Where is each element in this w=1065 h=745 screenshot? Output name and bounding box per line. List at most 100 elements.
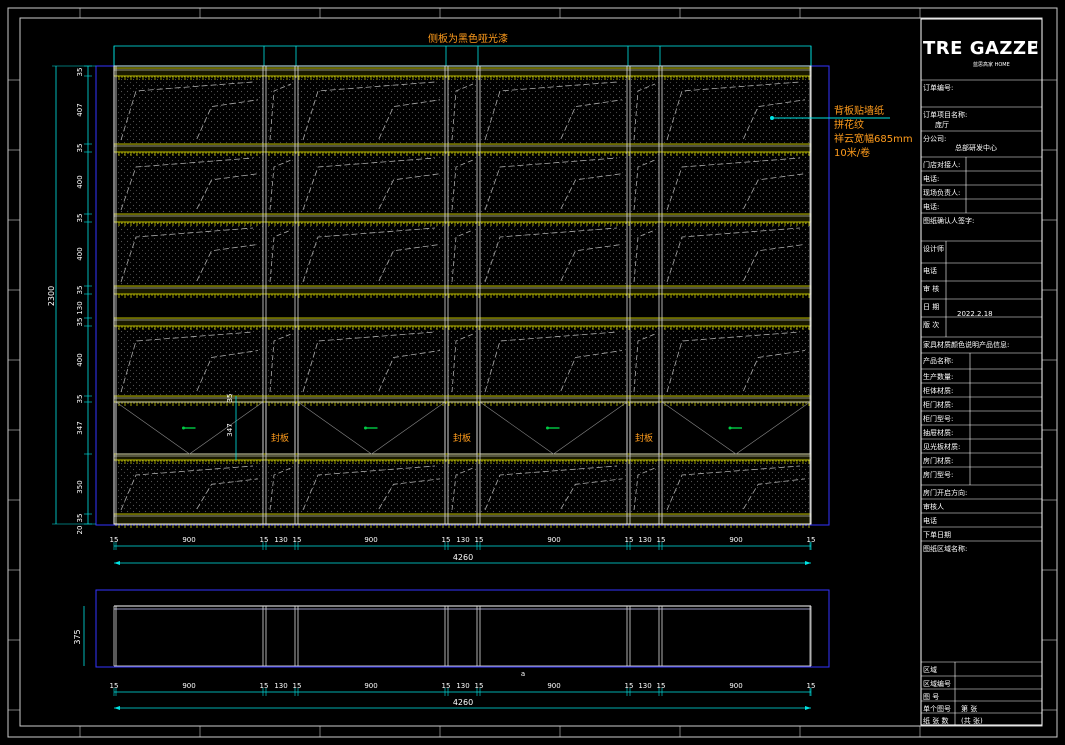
title-field-label: 抽屉材质: bbox=[923, 429, 954, 437]
drawer-open-mark bbox=[479, 401, 628, 455]
title-field-label: 单个图号 bbox=[923, 705, 951, 713]
title-field-label: 设计师 bbox=[923, 245, 944, 253]
wallpaper-panel bbox=[116, 222, 263, 286]
drawer-handle-end bbox=[364, 426, 367, 430]
title-field-value: (共 张) bbox=[961, 717, 983, 725]
wallpaper-panel bbox=[448, 460, 477, 514]
wallpaper-panel bbox=[298, 326, 445, 396]
reflection-line bbox=[120, 331, 254, 393]
reflection-line bbox=[666, 465, 801, 511]
wallpaper-panel bbox=[448, 326, 477, 396]
wallpaper-panel bbox=[630, 76, 659, 144]
reflection-line bbox=[302, 157, 436, 211]
reflection-line bbox=[666, 227, 801, 283]
drawer-open-mark bbox=[661, 401, 811, 455]
reflection-line bbox=[378, 244, 441, 282]
wallpaper-panel bbox=[116, 460, 263, 514]
wallpaper-panel bbox=[662, 460, 810, 514]
horizontal-dim-label: 130 bbox=[638, 682, 651, 690]
horizontal-dim-label: 15 bbox=[625, 536, 634, 544]
horizontal-dim-label: 130 bbox=[456, 682, 469, 690]
title-field-label: 门店对接人: bbox=[923, 161, 961, 169]
wallpaper-panel bbox=[116, 152, 263, 214]
title-field-label: 柜门材质: bbox=[923, 401, 954, 409]
top-guide bbox=[113, 45, 812, 67]
shelf bbox=[113, 285, 812, 295]
horizontal-dim-label: 900 bbox=[547, 682, 560, 690]
title-field-label: 电话: bbox=[923, 175, 940, 183]
reflection-line bbox=[484, 157, 618, 211]
title-field-value: 庞厅 bbox=[935, 121, 949, 129]
reflection-line bbox=[378, 350, 441, 392]
wallpaper-panel bbox=[266, 460, 295, 514]
title-field-label: 下单日期 bbox=[923, 531, 951, 539]
brand-logo: TRE GAZZE bbox=[923, 38, 1040, 59]
shelf bbox=[113, 453, 812, 461]
title-field-label: 图纸区域名称: bbox=[923, 545, 968, 553]
cabinet-elevation bbox=[113, 46, 812, 528]
title-field-label: 审 核 bbox=[923, 285, 940, 293]
vertical-dim-label: 35 bbox=[76, 214, 84, 223]
title-field-label: 房门型号: bbox=[923, 471, 954, 479]
horizontal-dim-label: 900 bbox=[182, 682, 195, 690]
horizontal-dim-label: 15 bbox=[475, 536, 484, 544]
title-field-label: 柜体材质: bbox=[923, 387, 954, 395]
title-field-label: 日 期 bbox=[923, 303, 940, 311]
title-field-label: 图 号 bbox=[923, 693, 940, 701]
reflection-line bbox=[633, 333, 656, 393]
horizontal-dim-label: 15 bbox=[625, 682, 634, 690]
wallpaper-panel bbox=[662, 326, 810, 396]
total-width-label: 4260 bbox=[453, 553, 473, 562]
drawer-handle-end bbox=[728, 426, 732, 430]
vertical-dim-label: 400 bbox=[76, 353, 84, 366]
insert-label-3: 封板 bbox=[635, 432, 653, 444]
insert-label-1: 封板 bbox=[271, 432, 289, 444]
horizontal-dim-label: 900 bbox=[729, 682, 742, 690]
reflection-line bbox=[120, 227, 254, 283]
reflection-line bbox=[560, 244, 623, 282]
horizontal-dim-label: 130 bbox=[456, 536, 469, 544]
cabinet-outline bbox=[113, 65, 812, 525]
horizontal-dim-label: 130 bbox=[274, 682, 287, 690]
reflection-line bbox=[743, 244, 806, 282]
plan-mark: a bbox=[521, 670, 525, 678]
reflection-line bbox=[743, 99, 806, 140]
reflection-line bbox=[451, 83, 474, 141]
reflection-line bbox=[196, 478, 259, 510]
reflection-line bbox=[196, 244, 259, 282]
top-note: 侧板为黑色哑光漆 bbox=[428, 32, 508, 45]
vertical-dim-label: 35 bbox=[76, 318, 84, 327]
horizontal-dim-label: 900 bbox=[364, 682, 377, 690]
horizontal-dim-label: 15 bbox=[110, 536, 119, 544]
vertical-dim-label: 400 bbox=[76, 175, 84, 188]
vertical-dim-label: 35 bbox=[76, 395, 84, 404]
horizontal-dim-label: 130 bbox=[274, 536, 287, 544]
wallpaper-panel bbox=[298, 222, 445, 286]
vertical-dim-label: 130 bbox=[76, 301, 84, 314]
reflection-line bbox=[120, 465, 254, 511]
reflection-line bbox=[269, 229, 292, 283]
wallpaper-panel bbox=[480, 326, 627, 396]
horizontal-dim-label: 900 bbox=[547, 536, 560, 544]
horizontal-dim-label: 15 bbox=[807, 536, 816, 544]
arrow-head bbox=[805, 561, 811, 565]
callout-line-2: 拼花纹 bbox=[834, 118, 864, 131]
wallpaper-panel bbox=[480, 76, 627, 144]
outer-border bbox=[7, 7, 1058, 738]
title-block-frame bbox=[8, 8, 1057, 737]
reflection-line bbox=[743, 350, 806, 392]
reflection-line bbox=[451, 159, 474, 211]
wallpaper-panel bbox=[448, 222, 477, 286]
reflection-line bbox=[633, 467, 656, 511]
reflection-line bbox=[269, 159, 292, 211]
title-field-label: 图纸确认人签字: bbox=[923, 217, 975, 225]
insert-label-2: 封板 bbox=[453, 432, 471, 444]
reflection-line bbox=[560, 478, 623, 510]
horizontal-dim-label: 15 bbox=[657, 536, 666, 544]
wallpaper-panel bbox=[266, 152, 295, 214]
wallpaper-panel bbox=[298, 152, 445, 214]
title-field-label: 房门材质: bbox=[923, 457, 954, 465]
reflection-line bbox=[378, 99, 441, 140]
reflection-line bbox=[633, 229, 656, 283]
reflection-line bbox=[269, 83, 292, 141]
